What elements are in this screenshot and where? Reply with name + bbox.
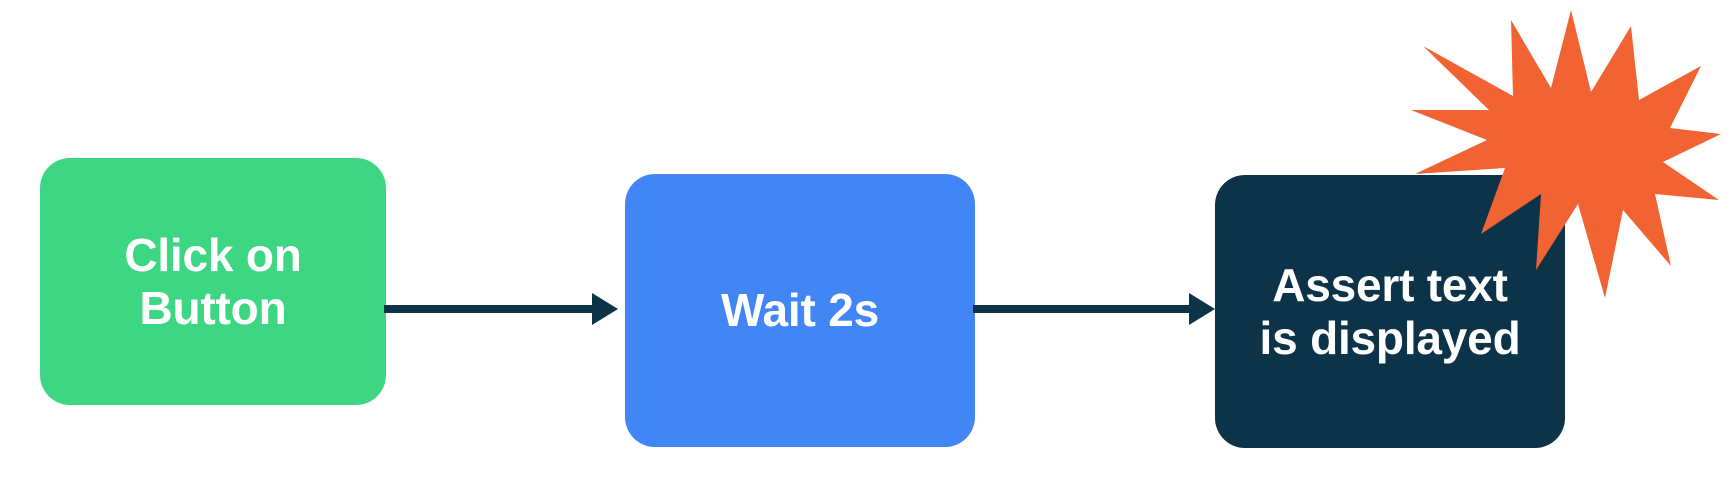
arrow-shaft-and-head [384,293,618,325]
flow-connector-click-to-wait [384,289,620,329]
arrow-shaft-and-head [973,293,1215,325]
flow-node-label: Assert text is displayed [1259,259,1521,364]
flow-node-label: Click on Button [124,229,302,334]
flow-connector-wait-to-assert [973,289,1217,329]
flow-node-click-on-button[interactable]: Click on Button [40,158,386,405]
flow-node-assert-text-is-displayed[interactable]: Assert text is displayed [1215,175,1565,448]
flow-node-label: Wait 2s [721,284,879,337]
flow-node-wait-2s[interactable]: Wait 2s [625,174,975,447]
